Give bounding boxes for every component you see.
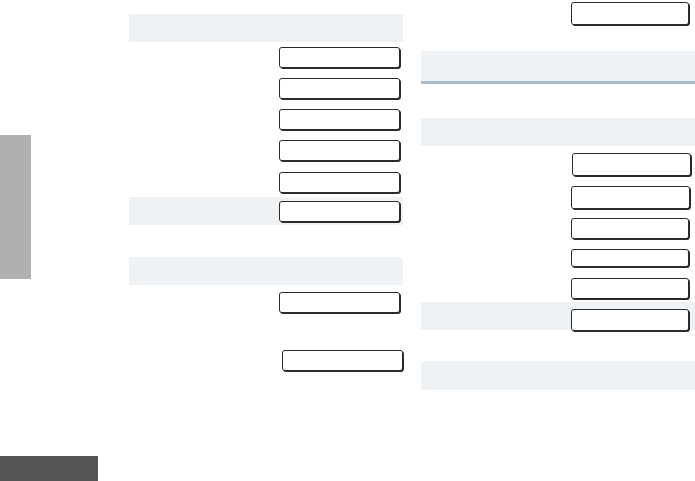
display-screen [279, 201, 400, 222]
display-screen [571, 218, 689, 239]
section-heading-band [421, 118, 695, 146]
display-screen [279, 47, 400, 68]
display-screen [572, 153, 691, 176]
section-heading-band [421, 361, 695, 390]
display-screen [571, 2, 689, 25]
display-screen [279, 140, 400, 161]
section-heading-band [129, 257, 403, 285]
display-screen [279, 78, 400, 99]
display-screen [571, 278, 689, 299]
display-screen [279, 109, 400, 130]
display-screen [282, 350, 403, 371]
display-screen [571, 249, 689, 267]
display-screen [279, 292, 400, 313]
display-screen [571, 186, 690, 209]
display-screen [279, 172, 400, 193]
section-divider [421, 81, 695, 84]
side-tab [0, 135, 31, 279]
corner-tab [0, 456, 98, 481]
display-screen [571, 309, 689, 331]
section-heading-band [421, 51, 695, 81]
section-heading-band [129, 14, 403, 42]
